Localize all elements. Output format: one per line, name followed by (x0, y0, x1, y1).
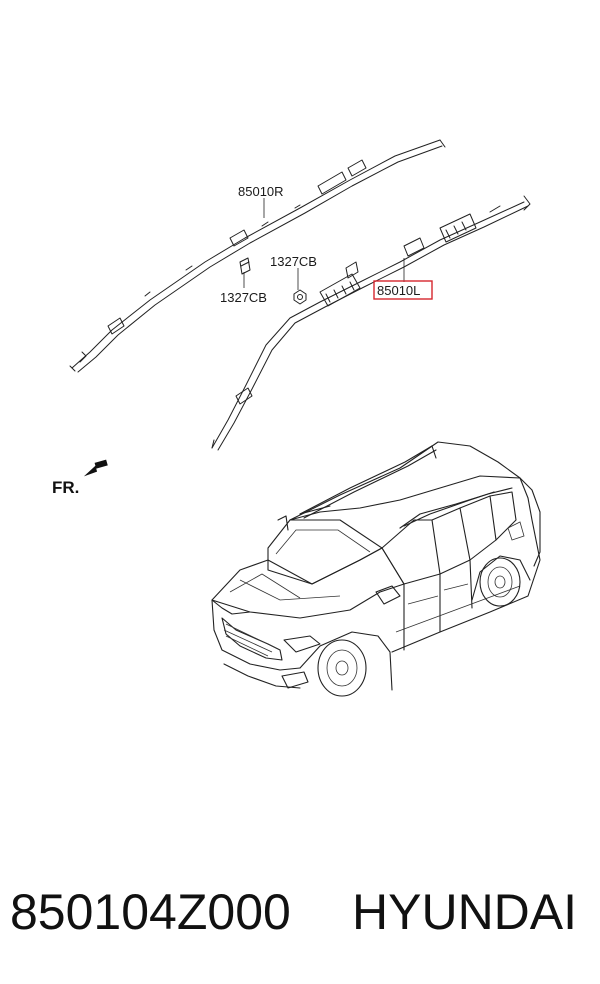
clip-lower-nut[interactable] (293, 289, 307, 305)
footer-caption: 850104Z000 HYUNDAI (0, 872, 600, 952)
curtain-airbag-right[interactable] (69, 139, 446, 373)
callout-1327cb-lower: 1327CB (220, 290, 267, 305)
clip-upper[interactable] (239, 257, 251, 275)
callout-85010r: 85010R (238, 184, 284, 199)
front-direction-indicator: FR. (52, 459, 108, 497)
callout-85010l-highlight (373, 280, 433, 300)
front-direction-label: FR. (52, 478, 79, 497)
curtain-airbag-left[interactable] (211, 195, 531, 451)
callout-1327cb-upper: 1327CB (270, 254, 317, 269)
vehicle-illustration (211, 441, 541, 697)
part-number: 850104Z000 (10, 884, 291, 940)
callout-85010l: 85010L (377, 283, 420, 298)
brand-name: HYUNDAI (352, 884, 578, 940)
front-arrow-icon (83, 459, 108, 477)
